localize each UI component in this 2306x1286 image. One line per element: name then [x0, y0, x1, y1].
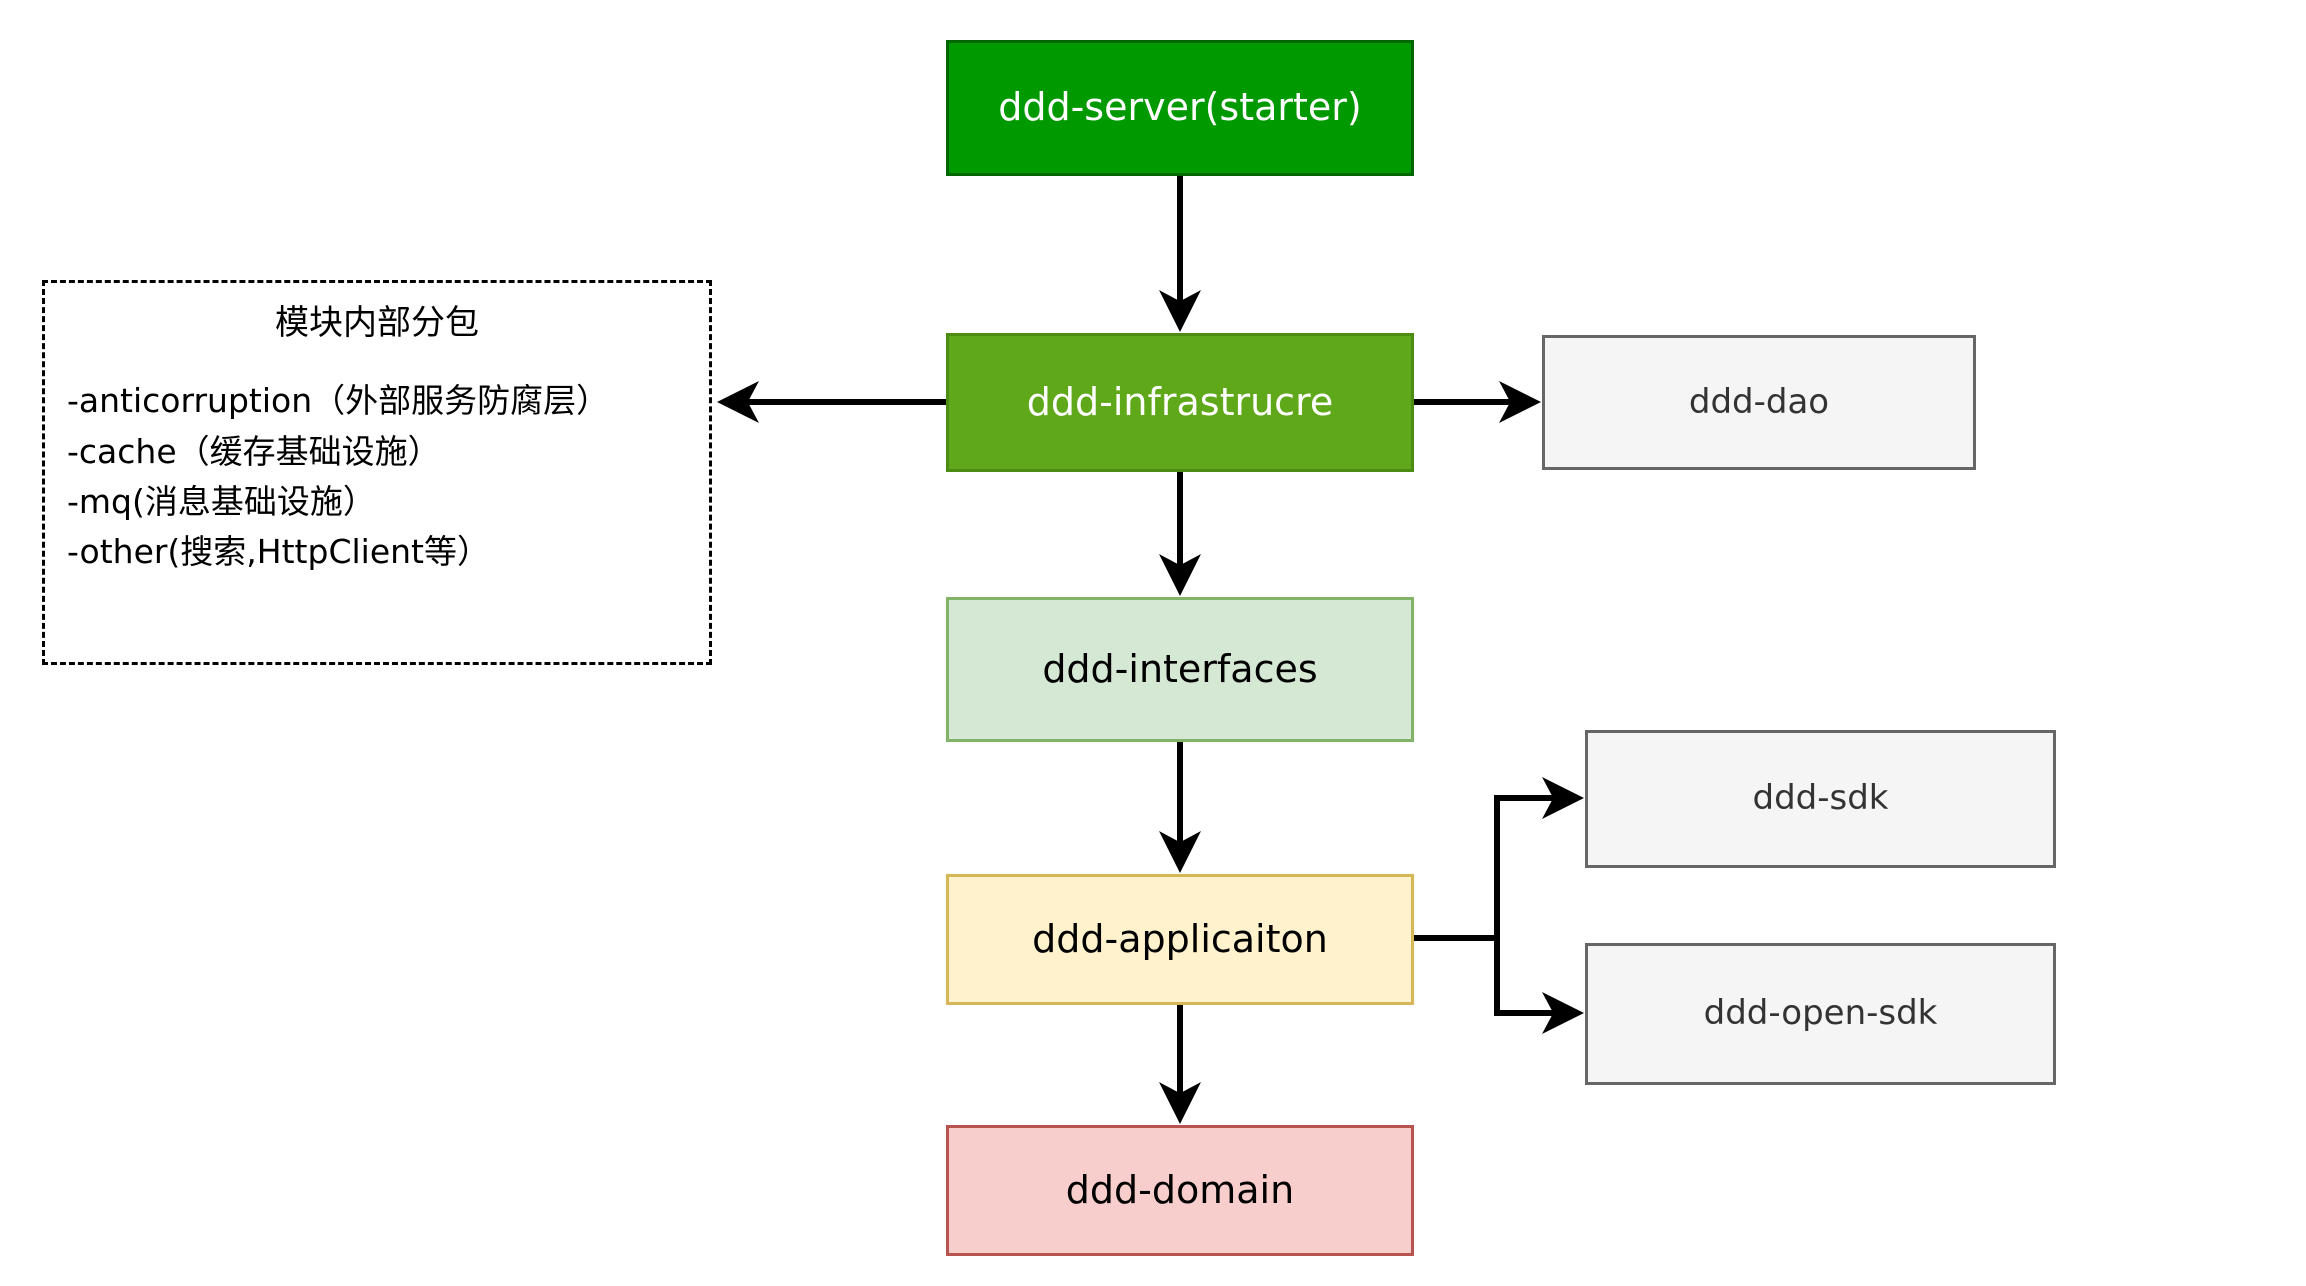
- node-ddd-domain-label: ddd-domain: [1065, 1167, 1295, 1212]
- legend-item-list: -anticorruption（外部服务防腐层） -cache（缓存基础设施） …: [63, 376, 691, 577]
- node-ddd-interfaces[interactable]: ddd-interfaces: [946, 597, 1414, 742]
- node-ddd-sdk-label: ddd-sdk: [1752, 778, 1889, 819]
- node-ddd-open-sdk-label: ddd-open-sdk: [1703, 993, 1938, 1034]
- node-ddd-server-label: ddd-server(starter): [998, 85, 1362, 130]
- edge-application-to-open-sdk: [1414, 935, 1584, 1034]
- node-ddd-open-sdk[interactable]: ddd-open-sdk: [1585, 943, 2056, 1085]
- node-ddd-server[interactable]: ddd-server(starter): [946, 40, 1414, 176]
- node-ddd-dao-label: ddd-dao: [1688, 381, 1830, 422]
- node-ddd-domain[interactable]: ddd-domain: [946, 1125, 1414, 1256]
- legend-item: -anticorruption（外部服务防腐层）: [67, 381, 610, 421]
- edge-application-to-sdk: [1414, 777, 1584, 941]
- node-ddd-dao[interactable]: ddd-dao: [1542, 335, 1976, 470]
- node-ddd-infrastructure[interactable]: ddd-infrastrucre: [946, 333, 1414, 472]
- node-ddd-infrastructure-label: ddd-infrastrucre: [1026, 379, 1334, 424]
- legend-title: 模块内部分包: [275, 303, 479, 343]
- node-ddd-sdk[interactable]: ddd-sdk: [1585, 730, 2056, 868]
- legend-item: -cache（缓存基础设施）: [67, 431, 441, 471]
- legend-item: -mq(消息基础设施）: [67, 481, 376, 521]
- legend-note-box[interactable]: 模块内部分包 -anticorruption（外部服务防腐层） -cache（缓…: [42, 280, 712, 665]
- node-ddd-application-label: ddd-applicaiton: [1032, 916, 1328, 961]
- node-ddd-interfaces-label: ddd-interfaces: [1042, 646, 1318, 691]
- node-ddd-application[interactable]: ddd-applicaiton: [946, 874, 1414, 1005]
- legend-item: -other(搜索,HttpClient等）: [67, 531, 490, 571]
